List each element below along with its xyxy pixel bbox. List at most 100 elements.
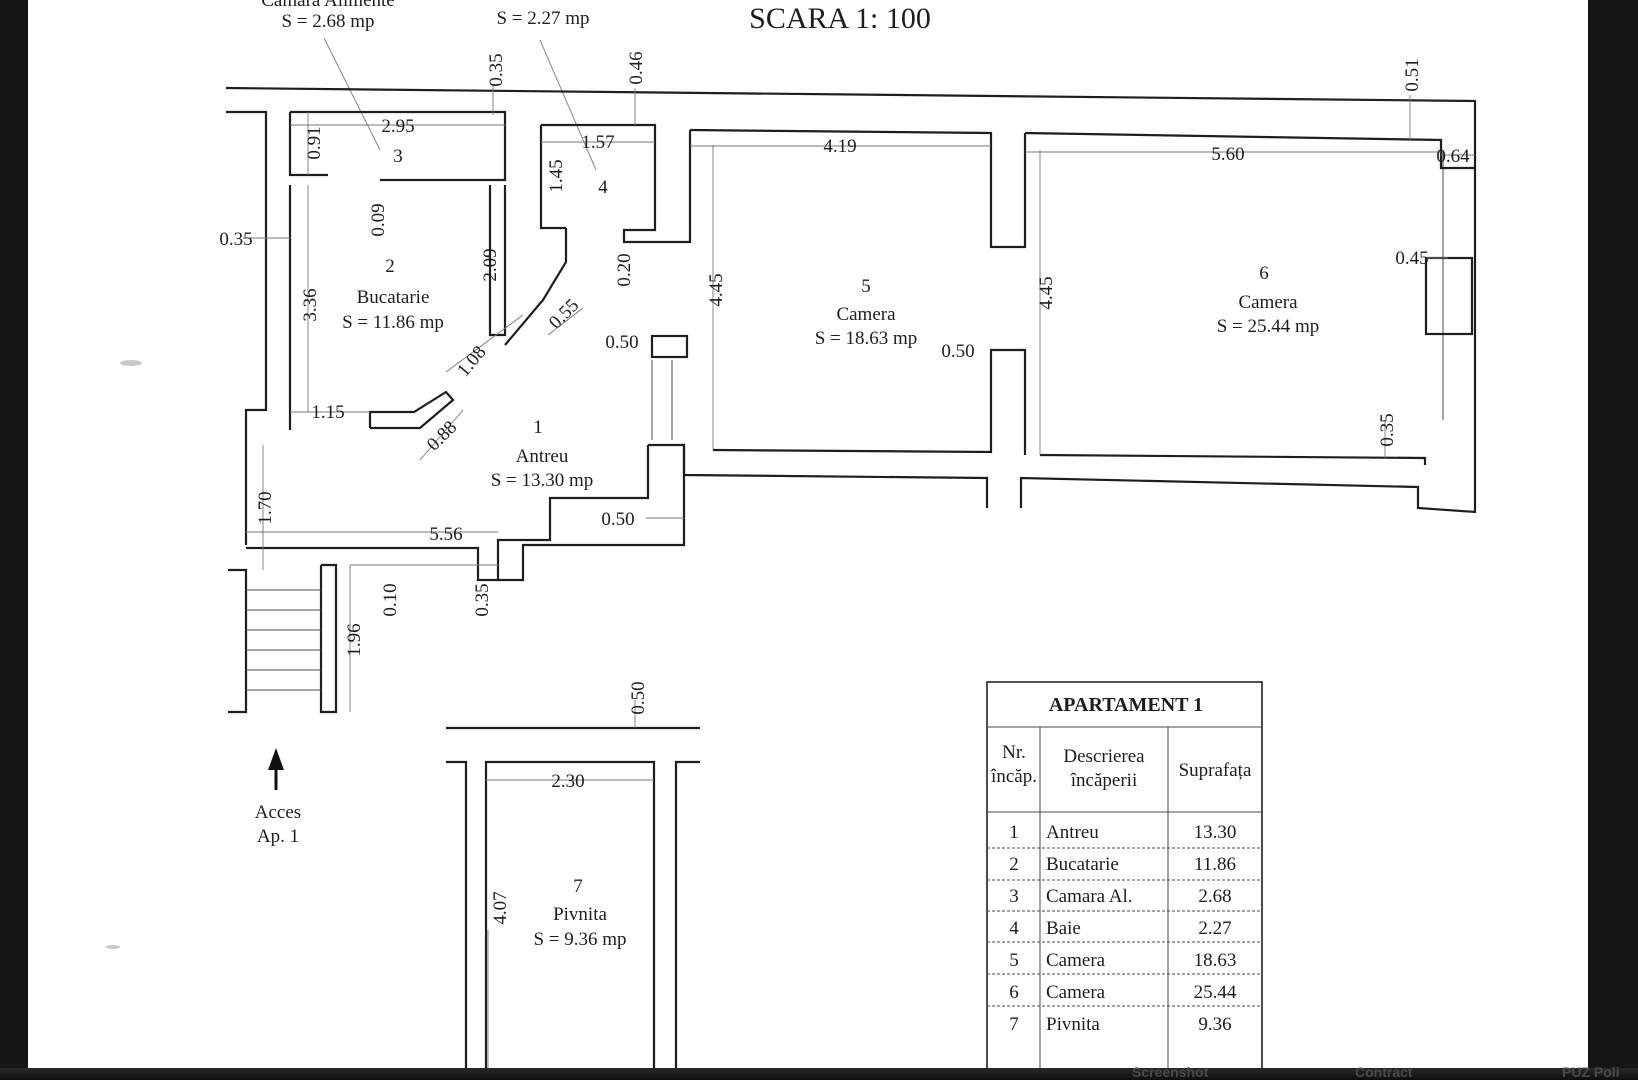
dim-label: 1.15 — [311, 402, 344, 423]
dim-label: 0.50 — [628, 681, 649, 714]
antreu-bottom-wall — [246, 445, 650, 582]
bucatarie-right-wall — [488, 185, 507, 337]
camera-5-lower-wall — [648, 443, 989, 508]
room-number: 1 — [533, 417, 543, 438]
room-number: 6 — [1259, 263, 1269, 284]
dim-label: 4.45 — [1036, 276, 1057, 309]
room-number: 2 — [385, 256, 395, 277]
access-label: Acces — [255, 802, 301, 823]
dim-label: 3.36 — [300, 288, 321, 321]
taskbar: Screenshot Contract PUZ Poli — [0, 1064, 1638, 1080]
table-cell-nr: 4 — [1009, 918, 1019, 939]
table-cell-nr: 5 — [1009, 950, 1019, 971]
antreu-step-wall — [498, 445, 686, 582]
table-cell-desc: Pivnita — [1046, 1014, 1100, 1035]
dim-label: 0.50 — [605, 332, 638, 353]
left-outer-wall — [226, 110, 268, 545]
apartment-table: APARTAMENT 1 Nr. încăp. Descrierea încăp… — [986, 681, 1263, 1068]
dim-label: 5.56 — [429, 524, 462, 545]
taskbar-item[interactable]: PUZ Poli — [1562, 1064, 1620, 1080]
room-area: S = 11.86 mp — [342, 312, 444, 333]
camera-5-top-wall — [689, 128, 1027, 249]
dim-label: 4.19 — [823, 136, 856, 157]
room-area: S = 13.30 mp — [491, 470, 594, 491]
pivnita-outer-left — [446, 760, 468, 1068]
facade-wall — [225, 86, 1477, 440]
room-area: S = 18.63 mp — [815, 328, 918, 349]
table-cell-desc: Camera — [1046, 982, 1106, 1003]
baie-area-label: S = 2.27 mp — [496, 8, 589, 29]
dim-label: 0.46 — [626, 51, 647, 84]
table-cell-nr: 3 — [1009, 886, 1019, 907]
dim-label: 2.09 — [480, 248, 501, 281]
table-cell-area: 2.27 — [1198, 918, 1231, 939]
leader-line-baie — [539, 39, 597, 171]
room-name: Pivnita — [553, 904, 607, 925]
camara-left-wall — [288, 112, 328, 177]
room-number: 5 — [861, 276, 871, 297]
dim-label: 5.60 — [1211, 144, 1244, 165]
camara-label-partial: Camara Alimente — [261, 0, 394, 11]
table-cell-area: 25.44 — [1194, 982, 1237, 1003]
stair-treads — [246, 589, 321, 691]
dim-label: 0.35 — [472, 583, 493, 616]
dim-label: 1.70 — [255, 491, 276, 524]
room-area: S = 25.44 mp — [1217, 316, 1320, 337]
table-cell-area: 11.86 — [1194, 854, 1236, 875]
dim-label: 4.07 — [490, 891, 511, 924]
room-number: 3 — [393, 146, 403, 167]
leader-line-camara — [323, 37, 381, 151]
pivnita-outer-right — [674, 760, 700, 1068]
floor-plan-sheet: SCARA 1: 100 Camara Alimente S = 2.68 mp… — [28, 0, 1588, 1068]
access-arrowhead-icon — [268, 748, 284, 770]
room-area: S = 9.36 mp — [533, 929, 626, 950]
dim-label: 0.10 — [380, 583, 401, 616]
table-header-nr: Nr. — [1002, 742, 1026, 763]
table-cell-desc: Camara Al. — [1046, 886, 1133, 907]
chimney-block — [650, 334, 689, 359]
dim-label: 2.30 — [551, 771, 584, 792]
camara-top-wall — [290, 110, 507, 182]
camara-area-label: S = 2.68 mp — [281, 11, 374, 32]
room-name: Camera — [836, 304, 896, 325]
dim-label: 0.50 — [941, 341, 974, 362]
table-cell-nr: 2 — [1009, 854, 1019, 875]
taskbar-item[interactable]: Screenshot — [1132, 1064, 1209, 1080]
table-cell-desc: Baie — [1046, 918, 1081, 939]
dim-label: 1.08 — [453, 342, 490, 381]
stairs-left-wall — [228, 568, 248, 714]
room-name: Camera — [1238, 292, 1298, 313]
bucatarie-diagonal-wall — [504, 228, 568, 346]
table-header-desc-2: încăperii — [1070, 770, 1137, 791]
camera-6-top-wall — [1024, 131, 1475, 170]
table-title: APARTAMENT 1 — [1049, 694, 1203, 716]
table-header-area: Suprafața — [1179, 760, 1252, 781]
dim-label: 0.35 — [1377, 413, 1398, 446]
stairs-right-wall — [319, 563, 338, 714]
table-header-desc: Descrierea — [1063, 746, 1145, 767]
table-cell-nr: 7 — [1009, 1014, 1019, 1035]
dimension-lines — [243, 85, 1475, 1068]
dim-label: 1.96 — [344, 623, 365, 656]
dim-label: 0.91 — [304, 126, 325, 159]
baie-left-wall — [539, 125, 566, 230]
dim-label: 2.95 — [381, 116, 414, 137]
room-number: 4 — [598, 177, 608, 198]
pivnita-room-walls — [484, 760, 656, 1068]
room-name: Antreu — [516, 446, 569, 467]
table-cell-desc: Bucatarie — [1046, 854, 1119, 875]
dim-label: 4.45 — [706, 273, 727, 306]
taskbar-item[interactable]: Contract — [1355, 1064, 1413, 1080]
dim-label: 0.35 — [486, 53, 507, 86]
room-labels: 3 4 2 Bucatarie S = 11.86 mp 1 Antreu S … — [342, 146, 1319, 950]
camera-6-bottom-wall — [1039, 453, 1427, 465]
dim-label: 1.57 — [581, 132, 614, 153]
table-cell-area: 2.68 — [1198, 886, 1231, 907]
dimension-labels: 0.35 0.46 0.51 2.95 0.91 1.57 4.19 5.60 … — [219, 51, 1470, 924]
table-cell-area: 18.63 — [1194, 950, 1237, 971]
table-cell-area: 9.36 — [1198, 1014, 1231, 1035]
dim-label: 0.09 — [368, 203, 389, 236]
table-cell-nr: 6 — [1009, 982, 1019, 1003]
dim-label: 0.20 — [614, 253, 635, 286]
dim-label: 0.64 — [1436, 146, 1470, 167]
